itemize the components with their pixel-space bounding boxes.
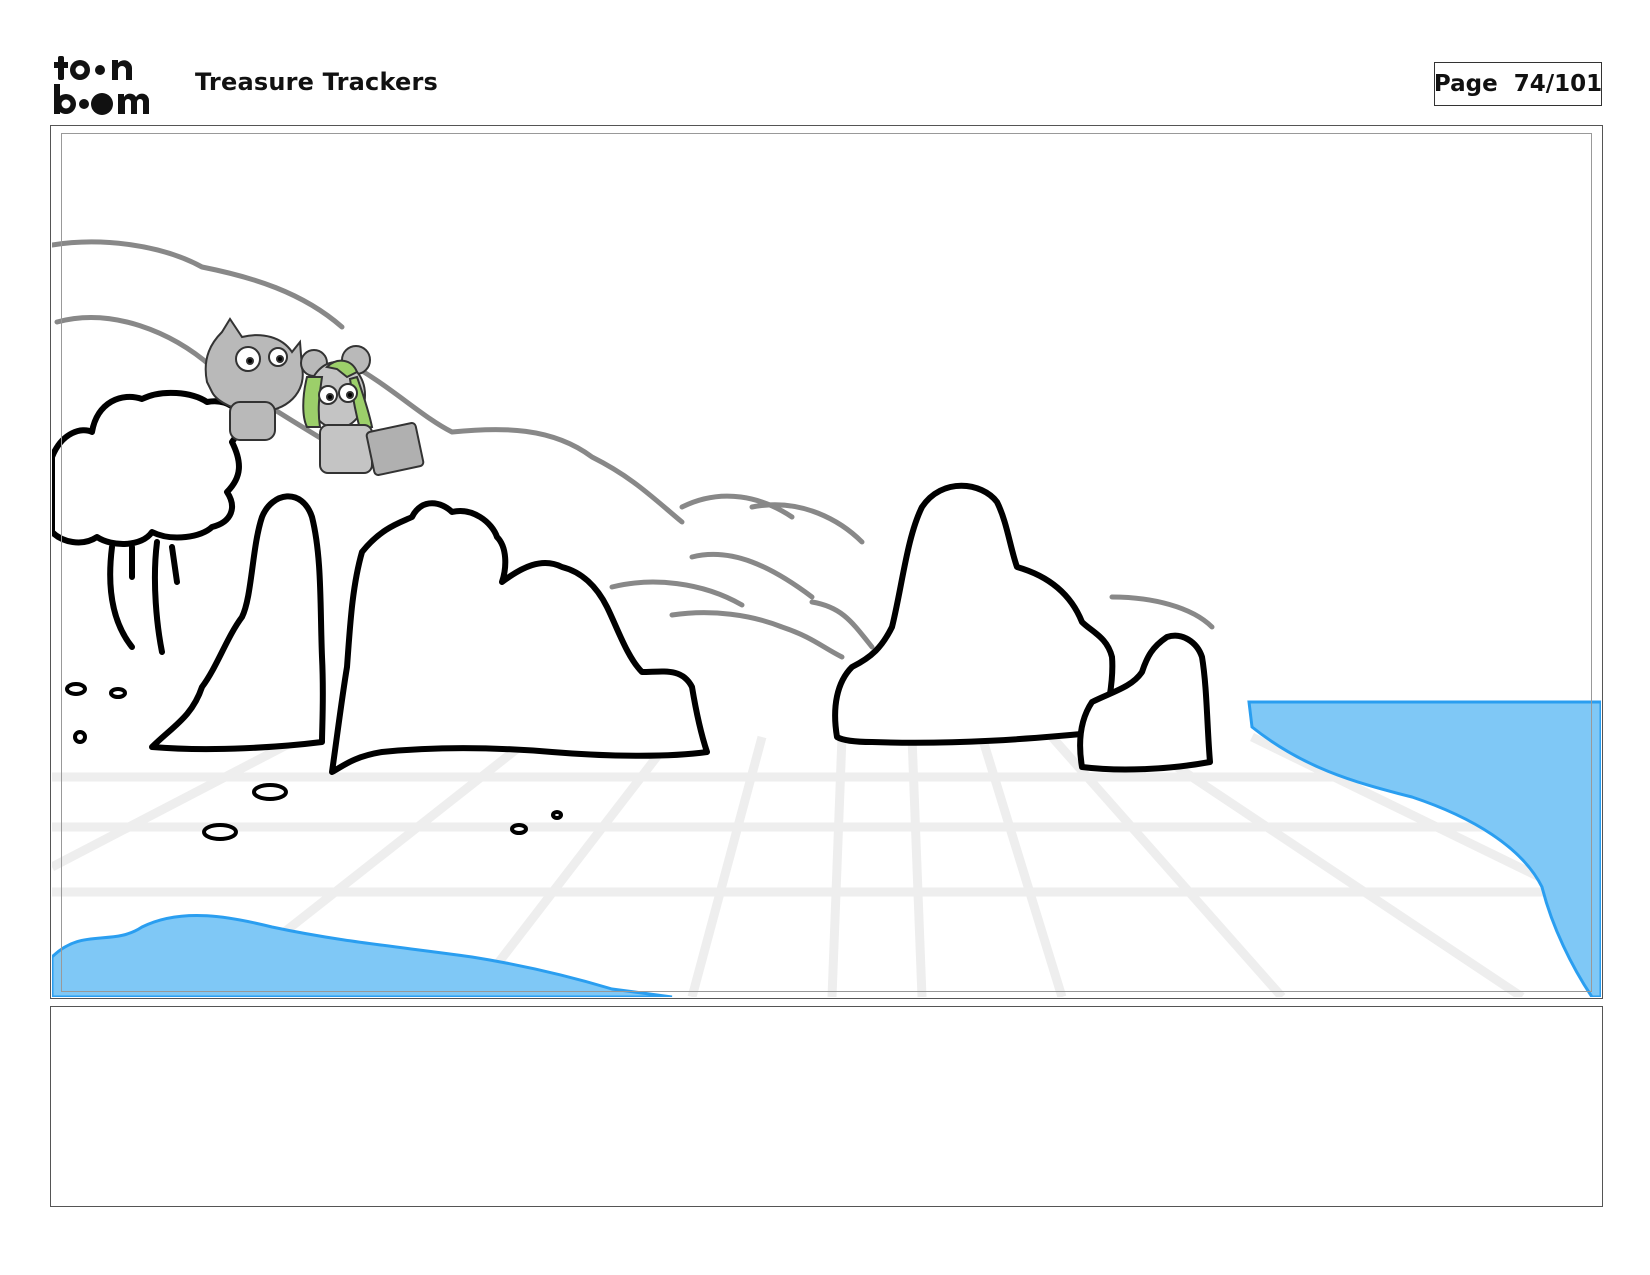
water-right: [1247, 700, 1601, 997]
mouse-character: [300, 345, 425, 476]
rock-formations: [52, 389, 1213, 775]
page-number: 74/101: [1513, 71, 1603, 97]
panel-notes-box: [50, 1006, 1603, 1207]
pebbles: [65, 682, 563, 841]
background-hills: [52, 239, 1215, 660]
cat-character: [204, 317, 304, 441]
page-indicator: Page 74/101: [1434, 62, 1602, 106]
panel-safe-area: [61, 133, 1592, 992]
water-left: [52, 913, 673, 997]
project-title: Treasure Trackers: [195, 68, 438, 96]
toonboom-logo: [54, 56, 150, 115]
page-label: Page: [1433, 71, 1498, 97]
panel-drawing: [52, 239, 1601, 997]
